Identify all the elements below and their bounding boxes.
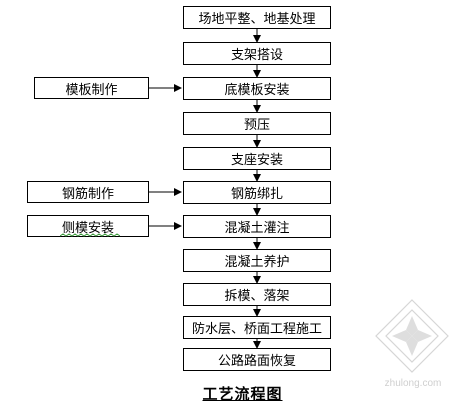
- step-rebar-binding: 钢筋绑扎: [183, 181, 331, 204]
- spellcheck-squiggle: [60, 233, 120, 237]
- watermark-logo-icon: [375, 299, 449, 373]
- step-formwork-removal: 拆模、落架: [183, 283, 331, 306]
- step-preloading: 预压: [183, 112, 331, 135]
- side-side-formwork: 侧模安装: [27, 215, 149, 237]
- watermark-text: zhulong.com: [384, 378, 442, 389]
- step-concrete-curing: 混凝土养护: [183, 249, 331, 272]
- step-waterproofing-deck: 防水层、桥面工程施工: [183, 316, 331, 339]
- side-formwork-making: 模板制作: [34, 77, 149, 99]
- step-road-restoration: 公路路面恢复: [183, 348, 331, 371]
- step-bottom-formwork: 底模板安装: [183, 77, 331, 100]
- step-bearing-install: 支座安装: [183, 147, 331, 170]
- step-scaffold-erection: 支架搭设: [183, 42, 331, 65]
- step-concrete-pouring: 混凝土灌注: [183, 215, 331, 238]
- side-rebar-making: 钢筋制作: [27, 181, 149, 203]
- step-site-leveling: 场地平整、地基处理: [183, 6, 331, 29]
- diagram-title: 工艺流程图: [202, 385, 283, 403]
